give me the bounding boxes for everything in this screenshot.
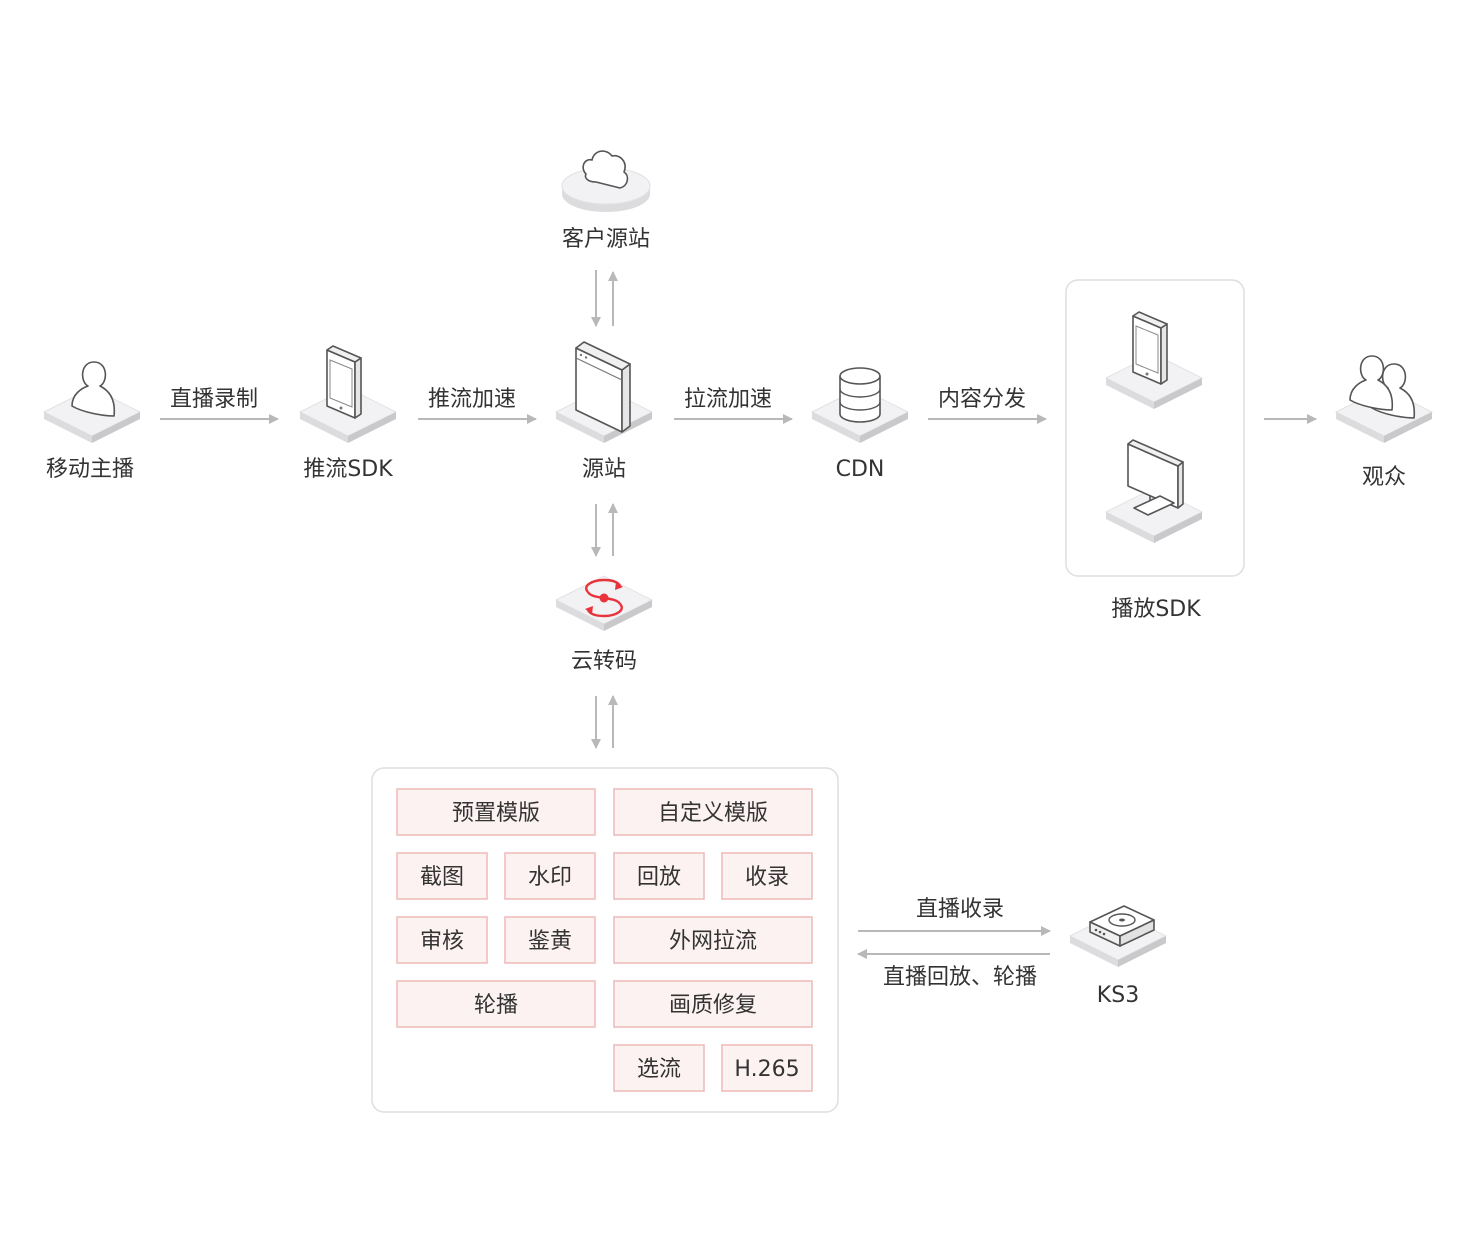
svg-text:预置模版: 预置模版 (452, 801, 540, 826)
node-customer-origin: 客户源站 (561, 150, 651, 252)
player-sdk-frame (1065, 279, 1245, 577)
label-content-dist: 内容分发 (938, 387, 1026, 412)
label-live-archive: 直播收录 (916, 897, 1004, 922)
user-icon (71, 361, 116, 417)
node-label: 移动主播 (46, 457, 134, 482)
svg-text:收录: 收录 (745, 865, 789, 890)
svg-text:审核: 审核 (420, 929, 464, 954)
feature-carousel: 轮播 (396, 980, 596, 1028)
node-mobile-host: 移动主播 (43, 361, 141, 482)
label-pull-accel: 拉流加速 (684, 387, 772, 412)
node-ks3: KS3 (1069, 905, 1167, 1008)
feature-h265: H.265 (721, 1044, 813, 1092)
feature-screenshot: 截图 (396, 852, 488, 900)
phone-icon (1132, 311, 1168, 385)
feature-preset-template: 预置模版 (396, 788, 596, 836)
svg-text:H.265: H.265 (734, 1057, 799, 1082)
svg-text:轮播: 轮播 (474, 993, 518, 1018)
node-cdn: CDN (811, 367, 909, 482)
svg-text:自定义模版: 自定义模版 (658, 801, 768, 826)
feature-custom-template: 自定义模版 (613, 788, 813, 836)
feature-external-pull: 外网拉流 (613, 916, 813, 964)
node-cloud-transcode: 云转码 (555, 575, 653, 674)
svg-text:截图: 截图 (420, 865, 464, 890)
node-player-sdk: 播放SDK (1065, 279, 1245, 622)
transcode-features-panel: 预置模版 自定义模版 截图 水印 回放 收录 审核 鉴黄 (371, 767, 839, 1113)
node-label: 播放SDK (1111, 597, 1201, 622)
label-push-accel: 推流加速 (428, 387, 516, 412)
cloud-icon (582, 150, 629, 189)
node-label: 云转码 (571, 649, 637, 674)
phone-icon (326, 345, 362, 419)
svg-text:外网拉流: 外网拉流 (669, 929, 757, 954)
feature-playback: 回放 (613, 852, 705, 900)
feature-quality-repair: 画质修复 (613, 980, 813, 1028)
node-label: 观众 (1362, 465, 1406, 490)
node-label: KS3 (1097, 983, 1139, 1008)
server-window-icon (575, 341, 631, 433)
transcode-icon (585, 578, 623, 618)
node-label: 客户源站 (562, 227, 650, 252)
node-audience: 观众 (1335, 355, 1433, 490)
node-label: 推流SDK (303, 457, 393, 482)
feature-stream-select: 选流 (613, 1044, 705, 1092)
storage-disk-icon (1089, 905, 1155, 947)
node-label: 源站 (582, 457, 626, 482)
database-icon (839, 367, 881, 423)
arrows (160, 270, 1317, 959)
desktop-monitor-icon (1127, 439, 1184, 516)
svg-text:画质修复: 画质修复 (669, 993, 757, 1018)
feature-porn-detection: 鉴黄 (504, 916, 596, 964)
svg-text:鉴黄: 鉴黄 (528, 929, 572, 954)
svg-text:回放: 回放 (637, 865, 681, 890)
feature-review: 审核 (396, 916, 488, 964)
svg-text:选流: 选流 (637, 1057, 681, 1082)
node-push-sdk: 推流SDK (299, 345, 397, 482)
feature-recording: 收录 (721, 852, 813, 900)
node-label: CDN (836, 457, 885, 482)
svg-text:水印: 水印 (528, 865, 572, 890)
label-live-record: 直播录制 (170, 387, 258, 412)
node-origin: 源站 (555, 341, 653, 482)
feature-watermark: 水印 (504, 852, 596, 900)
label-playback-carousel: 直播回放、轮播 (883, 965, 1037, 990)
